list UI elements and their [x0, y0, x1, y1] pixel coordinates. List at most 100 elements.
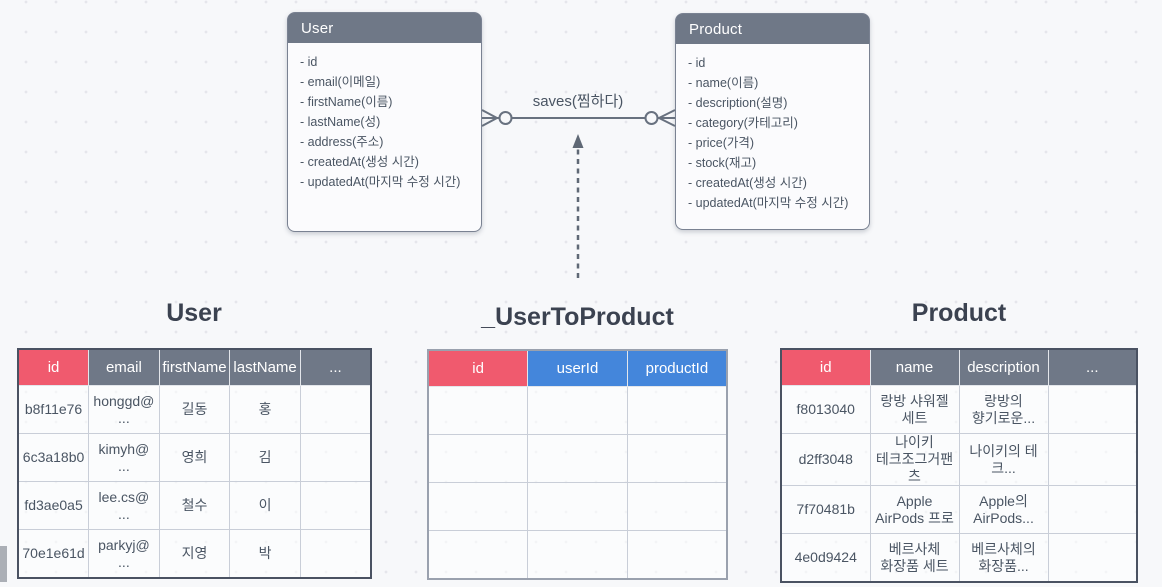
table-cell: 홍 [229, 385, 301, 434]
usertoproduct-header-row: id userId productId [427, 349, 728, 387]
table-cell [626, 482, 728, 531]
table-row: b8f11e76 honggd@ ... 길동 홍 [17, 385, 372, 434]
table-cell: 6c3a18b0 [17, 433, 90, 482]
table-row: 6c3a18b0 kimyh@ ... 영희 김 [17, 433, 372, 482]
entity-field: - createdAt(생성 시간) [688, 176, 807, 190]
table-cell: 70e1e61d [17, 529, 90, 579]
table-cell [299, 529, 372, 579]
table-cell [626, 434, 728, 483]
product-col-name: name [869, 348, 960, 386]
table-cell: 김 [229, 433, 301, 482]
table-row: f8013040 랑방 샤워젤 세트 랑방의 향기로운... [780, 385, 1138, 434]
table-cell: f8013040 [780, 385, 871, 434]
user-table: id email firstName lastName ... b8f11e76… [17, 348, 372, 579]
crow-foot-left-icon [481, 109, 498, 127]
table-row [427, 386, 728, 435]
entity-product-header: Product [676, 14, 869, 44]
table-cell: lee.cs@ ... [88, 481, 160, 530]
table-cell: 4e0d9424 [780, 533, 871, 583]
table-cell [427, 530, 529, 580]
table-cell [527, 434, 628, 483]
table-row: d2ff3048 나이키 테크조그거팬츠 나이키의 테크... [780, 433, 1138, 486]
table-cell: kimyh@ ... [88, 433, 160, 482]
table-cell [527, 386, 628, 435]
dashed-arrow-icon [572, 134, 584, 278]
entity-user-header: User [288, 13, 481, 43]
entity-field: - category(카테고리) [688, 116, 798, 130]
table-cell: honggd@ ... [88, 385, 160, 434]
table-cell: 나이키 테크조그거팬츠 [869, 433, 960, 486]
table-row: fd3ae0a5 lee.cs@ ... 철수 이 [17, 481, 372, 530]
user-col-id: id [17, 348, 90, 386]
entity-field: - price(가격) [688, 136, 755, 150]
table-cell [1047, 433, 1138, 486]
table-cell [527, 482, 628, 531]
product-col-id: id [780, 348, 871, 386]
table-cell: Apple의 AirPods... [958, 485, 1049, 534]
entity-field: - address(주소) [300, 135, 384, 149]
table-cell: 길동 [158, 385, 231, 434]
crow-foot-right-icon [658, 109, 676, 127]
left-scrollbar-fragment[interactable] [0, 546, 7, 582]
relationship-label: saves(찜하다) [532, 93, 624, 110]
entity-field: - firstName(이름) [300, 95, 393, 109]
table-cell [427, 482, 529, 531]
table-cell [1047, 485, 1138, 534]
table-row: 4e0d9424 베르사체 화장품 세트 베르사체의 화장품... [780, 533, 1138, 583]
entity-field: - updatedAt(마지막 수정 시간) [688, 196, 849, 210]
table-cell [626, 386, 728, 435]
table-row: 7f70481b Apple AirPods 프로 Apple의 AirPods… [780, 485, 1138, 534]
table-cell [427, 434, 529, 483]
table-cell: 박 [229, 529, 301, 579]
usertoproduct-table-title: _UserToProduct [481, 303, 674, 331]
table-cell: 랑방 샤워젤 세트 [869, 385, 960, 434]
utp-col-userid: userId [527, 349, 628, 387]
table-cell: fd3ae0a5 [17, 481, 90, 530]
utp-col-id: id [427, 349, 529, 387]
table-cell [299, 433, 372, 482]
table-cell: Apple AirPods 프로 [869, 485, 960, 534]
entity-product-title: Product [689, 20, 743, 38]
table-cell: parkyj@ ... [88, 529, 160, 579]
table-row: 70e1e61d parkyj@ ... 지영 박 [17, 529, 372, 579]
user-table-title: User [166, 299, 222, 327]
entity-product-fields: - id - name(이름) - description(설명) - cate… [676, 44, 869, 213]
product-table: id name description ... f8013040 랑방 샤워젤 … [780, 348, 1138, 583]
table-cell: 나이키의 테크... [958, 433, 1049, 486]
entity-field: - lastName(성) [300, 115, 381, 129]
user-col-more: ... [299, 348, 372, 386]
product-table-header-row: id name description ... [780, 348, 1138, 386]
product-table-title: Product [911, 299, 1007, 327]
table-cell [427, 386, 529, 435]
table-cell: d2ff3048 [780, 433, 871, 486]
table-cell [299, 385, 372, 434]
entity-field: - email(이메일) [300, 75, 381, 89]
usertoproduct-table: id userId productId [427, 349, 728, 580]
zero-circle-right-icon [644, 111, 659, 125]
table-cell: 랑방의 향기로운... [958, 385, 1049, 434]
table-cell: 영희 [158, 433, 231, 482]
table-cell: 베르사체 화장품 세트 [869, 533, 960, 583]
table-cell [1047, 385, 1138, 434]
entity-user: User - id - email(이메일) - firstName(이름) -… [287, 12, 482, 232]
utp-col-productid: productId [626, 349, 728, 387]
user-col-firstname: firstName [158, 348, 231, 386]
entity-field: - name(이름) [688, 76, 759, 90]
table-cell: 7f70481b [780, 485, 871, 534]
table-row [427, 530, 728, 580]
table-cell [527, 530, 628, 580]
entity-field: - id [688, 56, 706, 70]
table-cell: 지영 [158, 529, 231, 579]
table-row [427, 482, 728, 531]
product-col-more: ... [1047, 348, 1138, 386]
entity-field: - id [300, 55, 318, 69]
table-cell: 베르사체의 화장품... [958, 533, 1049, 583]
table-cell: 철수 [158, 481, 231, 530]
user-col-email: email [88, 348, 160, 386]
entity-field: - updatedAt(마지막 수정 시간) [300, 175, 461, 189]
table-cell [299, 481, 372, 530]
table-row [427, 434, 728, 483]
table-cell [626, 530, 728, 580]
relationship-connector [481, 109, 676, 278]
entity-field: - createdAt(생성 시간) [300, 155, 419, 169]
